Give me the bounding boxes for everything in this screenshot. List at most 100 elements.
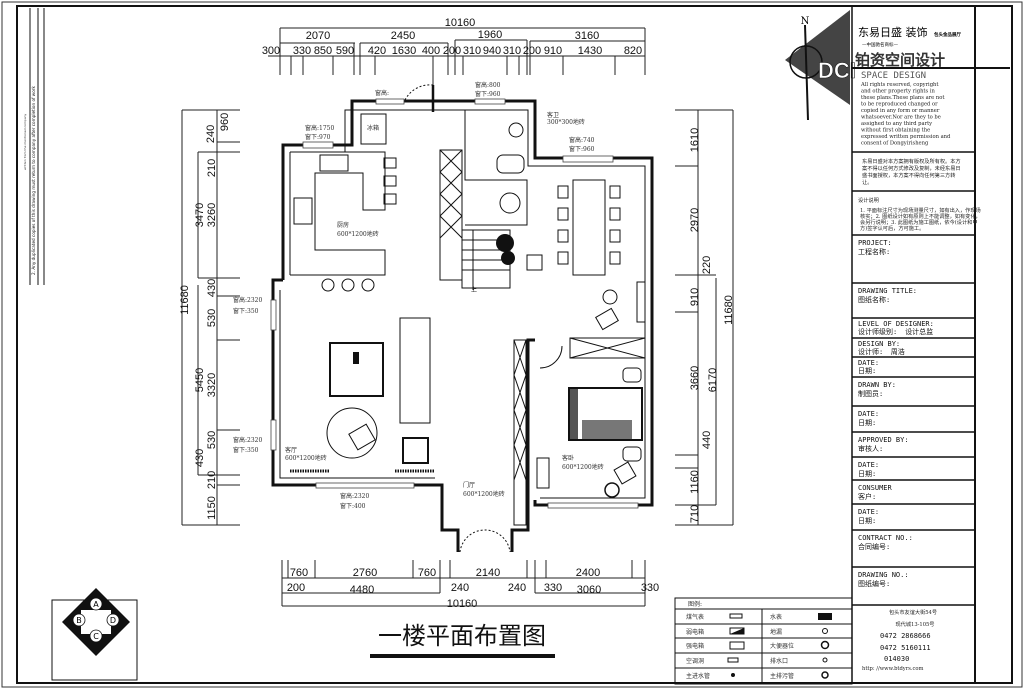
dim-right-fine: 440 (701, 431, 713, 449)
window-note: 窗高:2320 (340, 492, 369, 500)
bath-floor: 300*300地砖 (547, 118, 585, 126)
left-dimensions: 11680 3470 5450 240 960 210 3260 430 530… (179, 109, 240, 526)
armchair (348, 423, 376, 451)
field-label-cn: 图纸名称: (858, 295, 890, 304)
postcode: 014030 (884, 655, 909, 663)
dim-left-mid: 3470 (194, 203, 206, 227)
title-underline (370, 654, 555, 658)
notice-line: 东易日盛对本方案拥有版权及所有权。本方 (862, 157, 961, 165)
shower-icon (499, 192, 521, 214)
field-label-en: APPROVED BY: (858, 436, 909, 444)
studio-en: SPACE DESIGN (861, 71, 926, 81)
dim-left-fine: 3260 (206, 203, 218, 227)
logo-mark: DCI (818, 58, 856, 83)
dim-top-fine: 200 (523, 45, 541, 57)
copyright-line: these plans.These plans are not (861, 95, 945, 101)
window-note: 窗下:400 (340, 502, 366, 510)
window (562, 155, 614, 163)
window-note: 窗下:350 (233, 446, 259, 454)
dim-left-fine: 960 (219, 113, 231, 131)
dim-top-fine: 200 (443, 45, 461, 57)
living-label: 客厅 (285, 446, 297, 454)
legend-strong-box: 强电箱 (686, 642, 704, 650)
field-label-en: DRAWING TITLE: (858, 287, 917, 295)
dim-top-fine: 590 (336, 45, 354, 57)
dim-top-total: 10160 (445, 17, 476, 29)
bar-stool (383, 193, 397, 205)
field-label-en: CONTRACT NO.: (858, 534, 913, 542)
floor-drain-icon (822, 628, 828, 634)
fridge-label: 冰箱 (367, 124, 379, 132)
field-label-cn: 设计师: (858, 347, 883, 356)
legend-floor-drain: 地漏 (770, 628, 782, 636)
field-label-cn: 制图员: (858, 389, 883, 398)
living-floor: 600*1200地砖 (285, 454, 327, 462)
entry-door (459, 529, 511, 553)
right-dimensions: 1610 2970 220 910 3660 440 1160 710 6170… (675, 109, 735, 526)
company-name: 东易日盛 装饰 (858, 25, 928, 39)
dim-right-fine: 1610 (689, 128, 701, 152)
key-b: B (76, 616, 82, 625)
legend: 图例: 煤气表 弱电箱 强电箱 空调洞 主进水管 水表 地漏 大便器位 排水口 … (674, 597, 853, 685)
dim-bottom: 760 (290, 567, 308, 579)
water-meter-icon (818, 613, 832, 620)
basin-icon (508, 122, 524, 138)
bedroom-floor: 600*1200地砖 (562, 463, 604, 471)
dim-top-fine: 330 (293, 45, 311, 57)
field-value[interactable]: 设计总监 (905, 327, 933, 336)
window-note: 窗高:740 (569, 136, 595, 144)
window (547, 502, 639, 509)
dim-bottom: 240 (451, 582, 469, 594)
coffee-table (329, 342, 384, 397)
field-label-en: DATE: (858, 461, 879, 469)
window-note: 窗高: (375, 89, 389, 97)
dim-bottom: 330 (544, 582, 562, 594)
dim-left-fine: 240 (205, 125, 217, 143)
dim-bottom: 200 (287, 582, 305, 594)
bedroom-label: 客卧 (562, 454, 574, 462)
dim-left-fine: 430 (194, 449, 206, 467)
north-label: N (801, 16, 810, 27)
plant-icon (496, 234, 514, 252)
strong-box-icon (729, 641, 745, 650)
dim-left-fine: 210 (206, 471, 218, 489)
field-label-cn: 日期: (858, 367, 876, 375)
dim-top-mid: 2070 (306, 30, 330, 42)
dim-right-fine: 220 (701, 256, 713, 274)
dim-left-fine: 530 (206, 309, 218, 327)
window (474, 98, 506, 105)
field-label-en: CONSUMER (858, 484, 893, 492)
phone-1: 0472 2868666 (880, 632, 931, 640)
company-tag: 包头金品展厅 (934, 31, 961, 38)
sewer-icon (821, 671, 829, 679)
dim-left-fine: 530 (206, 431, 218, 449)
field-value[interactable]: 周浩 (891, 347, 905, 356)
dim-top-fine: 1430 (578, 45, 602, 57)
design-note-line: 会另行说明；3. 此图纸为施工图纸，依今(设计和甲 (860, 218, 978, 226)
window (270, 419, 277, 451)
legend-ac-hole: 空调洞 (686, 657, 704, 665)
notice-line: 案不得以任何方式修改及复制，未经东易日 (862, 164, 961, 172)
field-label-cn: 日期: (858, 470, 876, 478)
key-plan: A B C D (51, 588, 138, 681)
dim-right-fine: 910 (689, 288, 701, 306)
design-note-title: 设计说明 (858, 196, 879, 204)
design-note-line: 方)签字认可后，方可施工。 (860, 224, 924, 232)
dim-bottom: 2140 (476, 567, 500, 579)
stair-up-label: 上 (471, 286, 477, 294)
dim-bottom: 4480 (350, 584, 374, 596)
copyright-line: to be reproduced changed or (861, 102, 938, 108)
dim-bottom: 3060 (577, 584, 601, 596)
copyright-line: All rights reserved, copyright (860, 82, 939, 88)
dim-top-fine: 420 (368, 45, 386, 57)
dim-right-mid: 6170 (707, 368, 719, 392)
drawing-title: 一楼平面布置图 (378, 622, 546, 650)
dim-left-mid: 5450 (194, 368, 206, 392)
window-note: 窗高:1750 (305, 124, 334, 132)
dim-left-fine: 210 (206, 159, 218, 177)
window-note: 窗下:350 (233, 307, 259, 315)
dim-top-fine: 310 (503, 45, 521, 57)
field-label-en: DRAWN BY: (858, 381, 896, 389)
dim-top-fine: 1630 (392, 45, 416, 57)
